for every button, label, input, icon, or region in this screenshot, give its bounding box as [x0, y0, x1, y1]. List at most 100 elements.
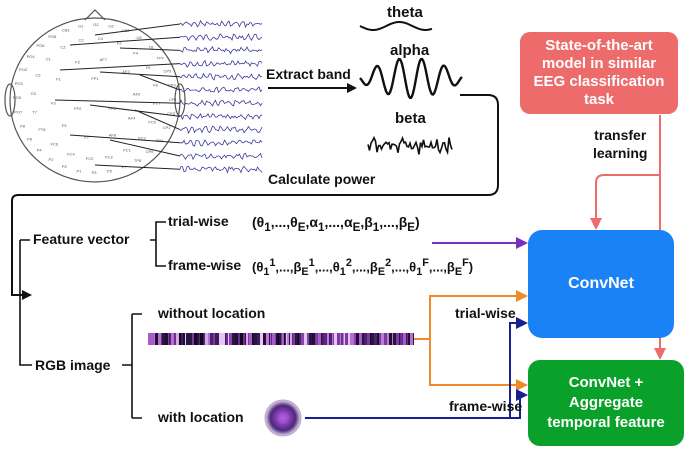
- rgb-strip-cell: [219, 333, 222, 345]
- rgb-strip-cell: [392, 333, 393, 345]
- rgb-strip-cell: [170, 333, 171, 345]
- rgb-strip-cell: [205, 333, 208, 345]
- rgb-strip-cell: [254, 333, 257, 345]
- rgb-strip-cell: [393, 333, 396, 345]
- electrode-label: FP2: [74, 106, 82, 111]
- without-location-to-aggregate-arrow: [429, 339, 528, 391]
- rgb-strip-cell: [350, 333, 351, 345]
- eeg-trace: [179, 152, 263, 161]
- beta-label: beta: [395, 110, 426, 127]
- rgb-strip-cell: [298, 333, 299, 345]
- transfer-to-convnet-arrow: [590, 174, 660, 230]
- rgb-strip-cell: [252, 333, 254, 345]
- rgb-strip-cell: [287, 333, 289, 345]
- electrode-label: CP1: [169, 97, 178, 102]
- feature-vector-bracket: [150, 221, 166, 267]
- electrode-label: TP7: [157, 56, 165, 61]
- rgb-strip-cell: [374, 333, 377, 345]
- rgb-strip-cell: [410, 333, 413, 345]
- eeg-trace: [179, 112, 263, 121]
- electrode-labels: FP1FPZFP2AF7AF3AFZAF4AF8F7F5F3F1FZF2F4F6…: [13, 22, 178, 175]
- rgb-strip-cell: [186, 333, 189, 345]
- electrode-label: FC6: [51, 141, 59, 146]
- rgb-strip-cell: [278, 333, 279, 345]
- rgb-strip-cell: [260, 333, 263, 345]
- eeg-trace: [179, 19, 263, 29]
- rgb-strip-cell: [413, 333, 414, 345]
- rgb-image-bracket: [122, 313, 142, 419]
- electrode-label: C6: [136, 35, 142, 40]
- convnet-label: ConvNet: [568, 275, 634, 292]
- rgb-strip-cell: [158, 333, 161, 345]
- transfer-learning-label: transfer learning: [593, 126, 647, 162]
- rgb-strip-cell: [362, 333, 364, 345]
- left-ear-shape: [4, 83, 16, 117]
- rgb-strip-cell: [322, 333, 324, 345]
- rgb-strip-cell: [238, 333, 240, 345]
- rgb-strip-cell: [300, 333, 301, 345]
- rgb-strip-cell: [166, 333, 168, 345]
- rgb-strip-cell: [281, 333, 282, 345]
- rgb-strip-cell: [370, 333, 371, 345]
- rgb-strip-cell: [244, 333, 245, 345]
- electrode-lead-line: [69, 134, 181, 144]
- rgb-strip-cell: [361, 333, 362, 345]
- rgb-strip-cell: [148, 333, 151, 345]
- rgb-strip-cell: [270, 333, 271, 345]
- rgb-strip-cell: [257, 333, 260, 345]
- rgb-strip-cell: [269, 333, 270, 345]
- with-location-to-aggregate-arrow: [305, 389, 528, 419]
- electrode-label: AF4: [128, 116, 136, 121]
- transfer-label-line2: learning: [593, 145, 648, 161]
- rgb-strip-cell: [279, 333, 281, 345]
- electrode-label: P2: [49, 157, 55, 162]
- feature-vector-label: Feature vector: [33, 231, 130, 247]
- electrode-label: FC3: [138, 135, 146, 140]
- rgb-strip-cell: [183, 333, 185, 345]
- rgb-strip-cell: [284, 333, 285, 345]
- electrode-label: T7: [32, 110, 37, 115]
- rgb-strip-cell: [235, 333, 238, 345]
- electrode-label: PO4: [27, 54, 36, 59]
- trial-wise-formula: (θ1,...,θE,α1,...,αE,β1,...,βE): [252, 214, 420, 234]
- rgb-strip-cell: [359, 333, 361, 345]
- sota-model-box: State-of-the-art model in similar EEG cl…: [520, 32, 678, 114]
- rgb-strip-cell: [176, 333, 179, 345]
- rgb-strip-cell: [307, 333, 309, 345]
- eeg-head-map: FP1FPZFP2AF7AF3AFZAF4AF8F7F5F3F1FZF2F4F6…: [4, 9, 186, 183]
- rgb-strip-cell: [181, 333, 183, 345]
- without-location-to-convnet-arrow: [414, 290, 528, 340]
- rgb-strip-cell: [162, 333, 165, 345]
- rgb-strip-cell: [225, 333, 226, 345]
- rgb-strip-cell: [293, 333, 295, 345]
- calculate-power-label: Calculate power: [268, 171, 376, 187]
- electrode-lead-lines: [54, 23, 181, 170]
- eeg-trace: [179, 33, 263, 42]
- rgb-strip-cell: [404, 333, 406, 345]
- rgb-strip-cell: [341, 333, 343, 345]
- rgb-strip-cell: [371, 333, 374, 345]
- aggregate-line1: ConvNet +: [568, 374, 644, 391]
- rgb-strip-cell: [408, 333, 410, 345]
- electrode-label: PZ: [62, 164, 68, 169]
- electrode-label: CP4: [156, 138, 165, 143]
- rgb-strip-cell: [169, 333, 170, 345]
- electrode-label: FT8: [38, 127, 46, 132]
- electrode-label: P6: [27, 136, 33, 141]
- sota-line2: model in similar: [541, 55, 657, 72]
- alpha-label: alpha: [390, 42, 430, 59]
- rgb-strip-cell: [155, 333, 156, 345]
- electrode-label: FP1: [91, 76, 99, 81]
- electrode-label: C5: [31, 91, 37, 96]
- rgb-strip-cell: [151, 333, 154, 345]
- electrode-label: FC4: [67, 151, 75, 156]
- rgb-strip-cell: [271, 333, 272, 345]
- eeg-trace: [179, 59, 263, 68]
- electrode-label: CP5: [164, 68, 173, 73]
- alpha-wave: [359, 57, 463, 99]
- electrode-label: FCZ: [105, 154, 113, 159]
- rgb-strip-cell: [367, 333, 370, 345]
- electrode-lead-line: [94, 23, 181, 36]
- rgb-strip-cell: [312, 333, 315, 345]
- electrode-label: PO6: [36, 43, 45, 48]
